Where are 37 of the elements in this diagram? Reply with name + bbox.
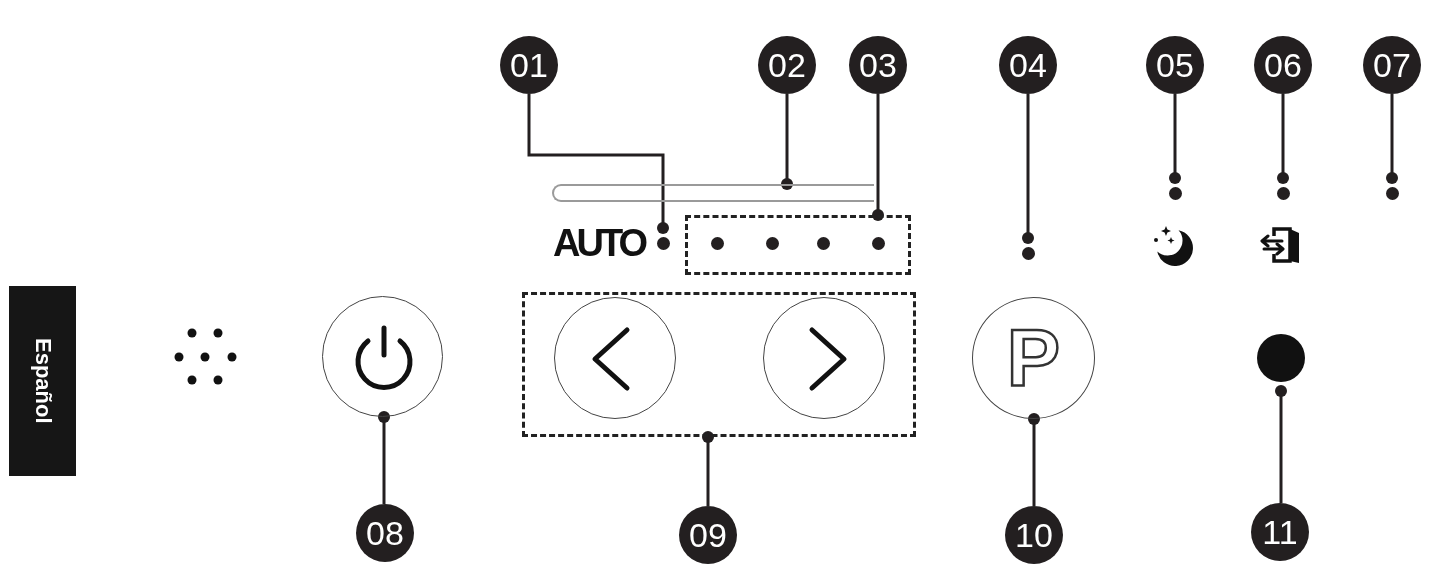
indicator-dot xyxy=(711,237,724,250)
leader-line xyxy=(1386,94,1398,184)
indicator-dot xyxy=(657,237,670,250)
leader-line xyxy=(702,431,714,506)
leader-line xyxy=(527,94,669,234)
leader-line xyxy=(1277,94,1289,184)
indicator-dot xyxy=(1386,187,1399,200)
language-tab: Español xyxy=(9,286,76,476)
callout-number: 05 xyxy=(1146,36,1204,94)
indicator-dot xyxy=(817,237,830,250)
light-bar xyxy=(552,184,874,202)
leader-line xyxy=(872,94,884,221)
callout-number: 10 xyxy=(1005,506,1063,564)
indicator-dot xyxy=(1277,187,1290,200)
callout-number: 07 xyxy=(1363,36,1421,94)
indicator-dot xyxy=(766,237,779,250)
indicator-dot xyxy=(1169,187,1182,200)
leader-line xyxy=(1028,413,1040,506)
indicator-label: AUTO xyxy=(553,224,644,262)
indicator-dot xyxy=(872,237,885,250)
callout-number: 08 xyxy=(356,504,414,562)
dashed-frame xyxy=(522,292,916,437)
dashed-frame xyxy=(685,215,911,275)
leader-line xyxy=(1022,94,1034,244)
callout-number: 03 xyxy=(849,36,907,94)
leader-line xyxy=(781,94,793,190)
callout-number: 06 xyxy=(1254,36,1312,94)
leader-line xyxy=(1169,94,1181,184)
callout-number: 04 xyxy=(999,36,1057,94)
callout-number: 01 xyxy=(500,36,558,94)
callout-number: 02 xyxy=(758,36,816,94)
indicator-dot xyxy=(1022,247,1035,260)
callout-number: 09 xyxy=(679,506,737,564)
leader-line xyxy=(378,411,390,504)
leader-line xyxy=(1275,385,1287,503)
sensor-dot xyxy=(1257,334,1305,382)
callout-number: 11 xyxy=(1251,503,1309,561)
